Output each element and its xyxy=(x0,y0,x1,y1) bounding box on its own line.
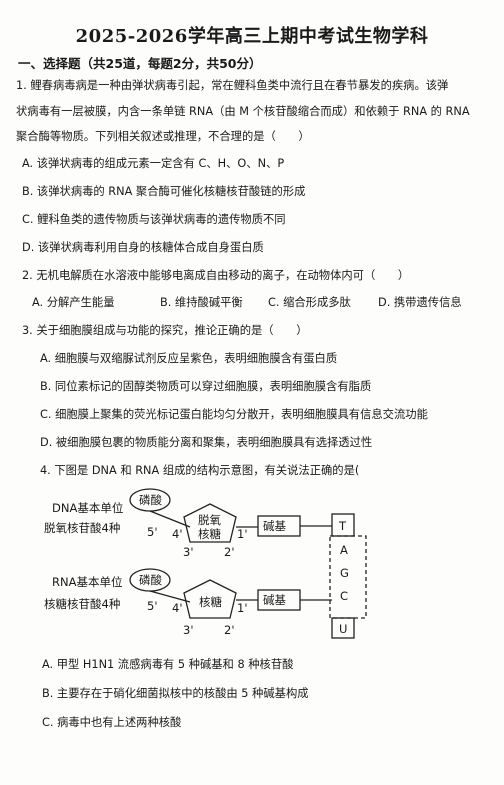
base-t: T xyxy=(338,519,347,533)
dna-c3-label: 3' xyxy=(183,545,193,559)
rna-base-label: 碱基 xyxy=(263,593,286,607)
q3-option-b: B. 同位素标记的固醇类物质可以穿过细胞膜，表明细胞膜含有脂质 xyxy=(40,380,372,393)
base-c: C xyxy=(340,589,348,603)
base-g: G xyxy=(340,566,349,580)
q3-option-a: A. 细胞膜与双缩脲试剂反应呈紫色，表明细胞膜含有蛋白质 xyxy=(40,352,338,365)
q2-option-d: D. 携带遗传信息 xyxy=(378,296,462,309)
dna-c2-label: 2' xyxy=(224,545,234,559)
q4-stem: 4. 下图是 DNA 和 RNA 组成的结构示意图，有关说法正确的是( xyxy=(40,464,360,477)
rna-c5-label: 5' xyxy=(147,599,157,613)
section-heading: 一、选择题（共25道，每题2分，共50分） xyxy=(18,56,262,71)
page-title: 2025-2026学年高三上期中考试生物学科 xyxy=(75,26,429,47)
q4-option-a: A. 甲型 H1N1 流感病毒有 5 种碱基和 8 种核苷酸 xyxy=(42,658,294,671)
q2-stem: 2. 无机电解质在水溶液中能够电离成自由移动的离子，在动物体内可（ ） xyxy=(22,269,410,282)
dna-rna-structure-diagram: DNA基本单位 脱氧核苷酸4种 磷酸 脱氧 核糖 碱基 5' 4' 3' 2' … xyxy=(44,488,367,639)
q2-option-b: B. 维持酸碱平衡 xyxy=(160,296,243,309)
dna-phosphate-label: 磷酸 xyxy=(139,493,162,507)
q1-option-d: D. 该弹状病毒利用自身的核糖体合成自身蛋白质 xyxy=(22,241,264,254)
dna-c1-label: 1' xyxy=(237,527,247,541)
q4-option-b: B. 主要存在于硝化细菌拟核中的核酸由 5 种碱基构成 xyxy=(42,687,309,700)
q3-stem: 3. 关于细胞膜组成与功能的探究，推论正确的是（ ） xyxy=(22,324,308,337)
rna-ribose-pentagon xyxy=(183,579,237,619)
q1-option-b: B. 该弹状病毒的 RNA 聚合酶可催化核糖核苷酸链的形成 xyxy=(22,185,306,198)
rna-c3-label: 3' xyxy=(183,623,193,637)
dna-unit-label: DNA基本单位 xyxy=(52,501,123,515)
rna-phosphate-label: 磷酸 xyxy=(139,573,162,587)
dna-c5-label: 5' xyxy=(147,525,157,539)
dna-phosphate-bond xyxy=(149,510,191,528)
dna-deoxyribose-pentagon xyxy=(183,503,237,543)
rna-base-u-box xyxy=(331,617,355,639)
rna-sugar-label: 核糖 xyxy=(199,595,222,609)
dna-sugar-label-1: 脱氧 xyxy=(198,513,221,527)
q1-stem-line2: 状病毒有一层被膜，内含一条单链 RNA（由 M 个核苷酸缩合而成）和依赖于 RN… xyxy=(16,105,470,118)
base-u: U xyxy=(339,622,347,636)
rna-c1-label: 1' xyxy=(237,601,247,615)
rna-unit-label: RNA基本单位 xyxy=(52,575,122,589)
q1-stem-line3: 聚合酶等物质。下列相关叙述或推理，不合理的是（ ） xyxy=(16,130,310,143)
q2-option-a: A. 分解产生能量 xyxy=(32,296,115,309)
rna-name-label: 核糖核苷酸4种 xyxy=(44,597,120,611)
rna-c4-label: 4' xyxy=(172,601,182,615)
q3-option-c: C. 细胞膜上聚集的荧光标记蛋白能均匀分散开，表明细胞膜具有信息交流功能 xyxy=(40,408,428,421)
q1-option-a: A. 该弹状病毒的组成元素一定含有 C、H、O、N、P xyxy=(22,157,285,170)
q4-option-c: C. 病毒中也有上述两种核酸 xyxy=(42,716,182,729)
dna-name-label: 脱氧核苷酸4种 xyxy=(44,521,120,535)
q1-stem-line1: 1. 鲤春病毒病是一种由弹状病毒引起，常在鲤科鱼类中流行且在春节暴发的疾病。该弹 xyxy=(16,79,449,92)
dna-c4-label: 4' xyxy=(172,527,182,541)
q3-option-d: D. 被细胞膜包裹的物质能分离和聚集，表明细胞膜具有选择透过性 xyxy=(40,436,373,449)
dna-base-label: 碱基 xyxy=(263,519,286,533)
dna-base-t-box xyxy=(331,513,355,537)
dna-sugar-label-2: 核糖 xyxy=(198,527,221,541)
base-a: A xyxy=(340,543,348,557)
q2-option-c: C. 缩合形成多肽 xyxy=(268,296,351,309)
rna-c2-label: 2' xyxy=(224,623,234,637)
rna-phosphate-bond xyxy=(149,590,191,603)
q1-option-c: C. 鲤科鱼类的遗传物质与该弹状病毒的遗传物质不同 xyxy=(22,213,286,226)
